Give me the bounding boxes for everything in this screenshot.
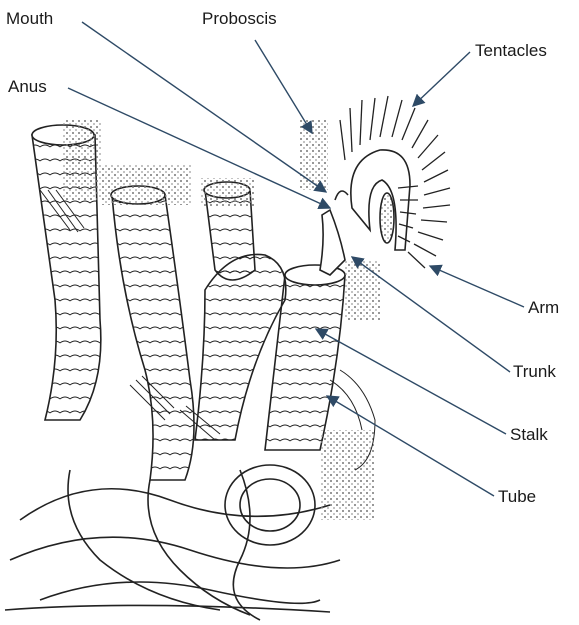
label-tube: Tube — [498, 488, 536, 505]
label-stalk: Stalk — [510, 426, 548, 443]
label-anus: Anus — [8, 78, 47, 95]
leader-tentacles — [413, 52, 470, 106]
label-tentacles: Tentacles — [475, 42, 547, 59]
label-mouth: Mouth — [6, 10, 53, 27]
leader-stalk — [316, 329, 506, 434]
label-trunk: Trunk — [513, 363, 556, 380]
label-proboscis: Proboscis — [202, 10, 277, 27]
label-arm: Arm — [528, 299, 559, 316]
tube-middle-left — [111, 186, 194, 480]
leader-arm — [430, 266, 524, 307]
leader-proboscis — [255, 40, 312, 133]
substrate-tangle — [5, 465, 340, 620]
phoronid-animal — [320, 150, 410, 275]
